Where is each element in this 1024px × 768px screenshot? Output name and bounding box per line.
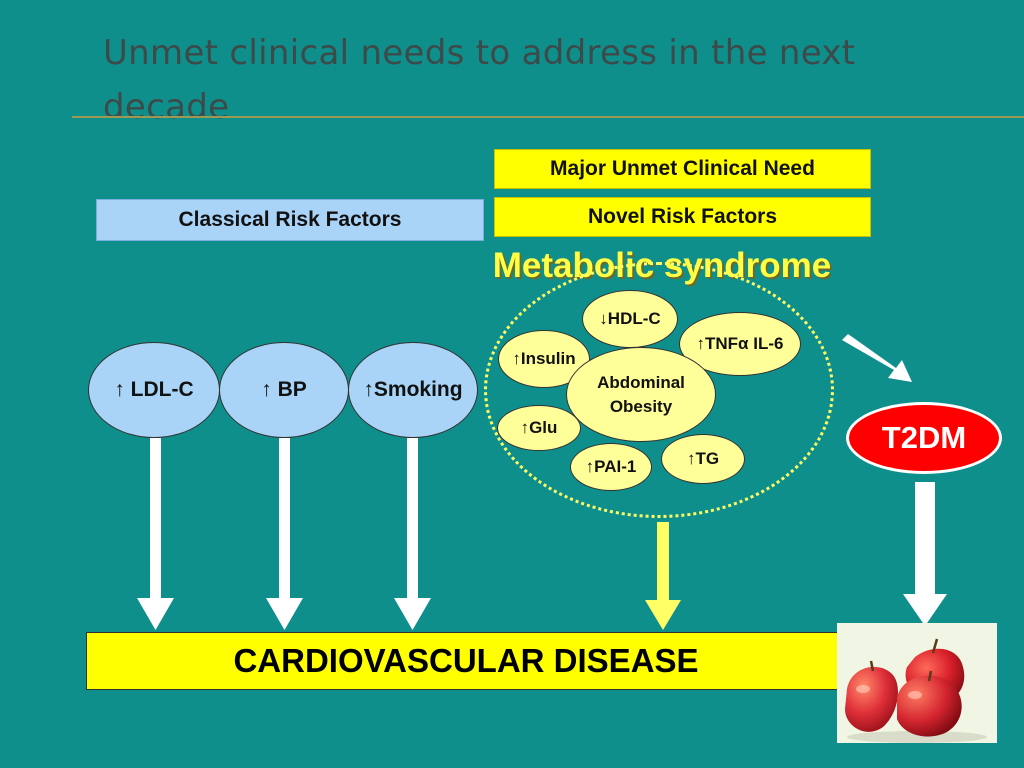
ldl-c-factor: ↑ LDL-C bbox=[88, 342, 220, 438]
smoking-arrow bbox=[394, 438, 431, 630]
novel-risk-factors-header: Novel Risk Factors bbox=[494, 197, 871, 237]
title-divider bbox=[72, 116, 1024, 118]
cardiovascular-disease-box: CARDIOVASCULAR DISEASE bbox=[86, 632, 846, 690]
metabolic-to-cvd-arrow bbox=[645, 522, 681, 630]
bp-arrow bbox=[266, 438, 303, 630]
glu-factor: ↑Glu bbox=[497, 405, 581, 451]
major-unmet-need-header: Major Unmet Clinical Need bbox=[494, 149, 871, 189]
ldl-arrow bbox=[137, 438, 174, 630]
t2dm-outcome: T2DM bbox=[846, 402, 1002, 474]
abdominal-obesity-center: Abdominal Obesity bbox=[566, 347, 716, 442]
tg-factor: ↑TG bbox=[661, 434, 745, 484]
pai-1-factor: ↑PAI-1 bbox=[570, 443, 652, 491]
metabolic-syndrome-boundary bbox=[484, 262, 834, 518]
metabolic-to-t2dm-arrow bbox=[842, 334, 912, 382]
bp-factor: ↑ BP bbox=[219, 342, 349, 438]
apples-image bbox=[837, 623, 997, 743]
t2dm-to-cvd-arrow bbox=[903, 482, 947, 626]
classical-risk-factors-header: Classical Risk Factors bbox=[96, 199, 484, 241]
smoking-factor: ↑Smoking bbox=[348, 342, 478, 438]
hdl-c-factor: ↓HDL-C bbox=[582, 290, 678, 348]
slide-title: Unmet clinical needs to address in the n… bbox=[103, 33, 856, 127]
